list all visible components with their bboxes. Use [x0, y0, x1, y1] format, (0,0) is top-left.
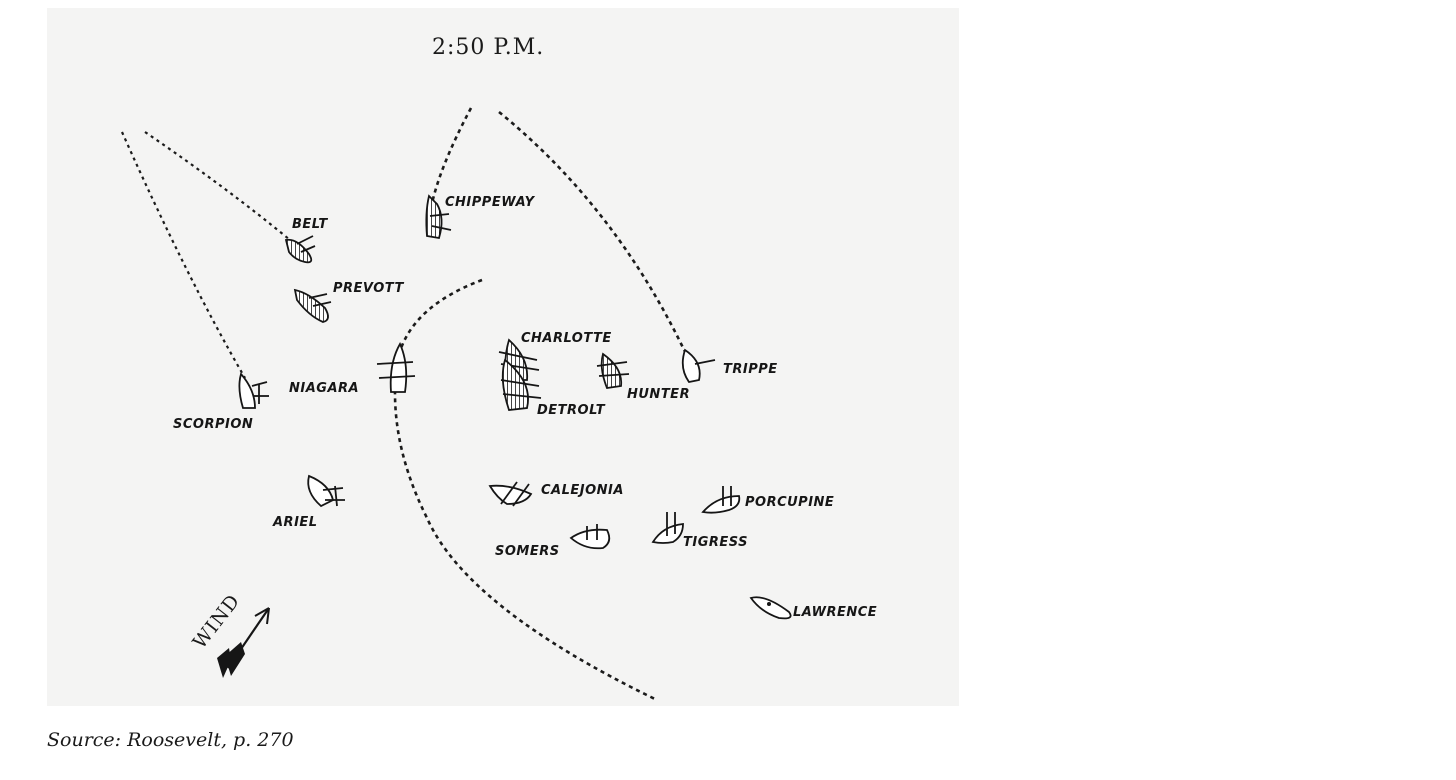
ship-hunter: [596, 352, 630, 389]
trippe-track: [498, 110, 689, 357]
map-title: 2:50 P.M.: [432, 35, 544, 60]
label-niagara: NIAGARA: [289, 381, 359, 396]
ship-ariel: [307, 474, 345, 508]
ship-belt: [284, 235, 316, 264]
label-scorpion: SCORPION: [173, 417, 253, 432]
label-calejonia: CALEJONIA: [541, 483, 624, 498]
ship-detroit: [500, 358, 542, 411]
battle-map: 2:50 P.M. BELT CHIPPEWAY PREVOTT: [47, 8, 959, 706]
source-caption: Source: Roosevelt, p. 270: [47, 729, 294, 751]
chippeway-track: [429, 107, 473, 209]
label-somers: SOMERS: [495, 544, 560, 559]
wind-label: WIND: [189, 590, 245, 653]
ship-scorpion: [238, 372, 269, 409]
ship-prevott: [293, 288, 332, 323]
label-chippeway: CHIPPEWAY: [445, 195, 536, 210]
label-hunter: HUNTER: [627, 387, 690, 402]
belt-track: [144, 131, 291, 241]
ship-porcupine: [701, 486, 741, 514]
ship-somers: [569, 524, 611, 550]
label-charlotte: CHARLOTTE: [521, 331, 612, 346]
label-tigress: TIGRESS: [683, 535, 748, 550]
ship-niagara: [376, 342, 416, 393]
ship-calejonia: [488, 481, 533, 507]
label-prevott: PREVOTT: [333, 281, 404, 296]
label-ariel: ARIEL: [272, 515, 318, 530]
wind-arrow-icon: [217, 607, 270, 678]
label-trippe: TRIPPE: [723, 362, 778, 377]
scorpion-track: [120, 131, 246, 379]
label-belt: BELT: [292, 217, 328, 232]
label-porcupine: PORCUPINE: [745, 495, 834, 510]
ship-trippe: [681, 348, 716, 383]
label-lawrence: LAWRENCE: [793, 605, 877, 620]
ship-chippeway: [425, 194, 452, 240]
ship-lawrence: [749, 596, 792, 620]
label-detroit: DETROLT: [537, 403, 606, 418]
battle-map-drawing: 2:50 P.M. BELT CHIPPEWAY PREVOTT: [120, 35, 877, 702]
ship-tigress: [651, 512, 684, 544]
